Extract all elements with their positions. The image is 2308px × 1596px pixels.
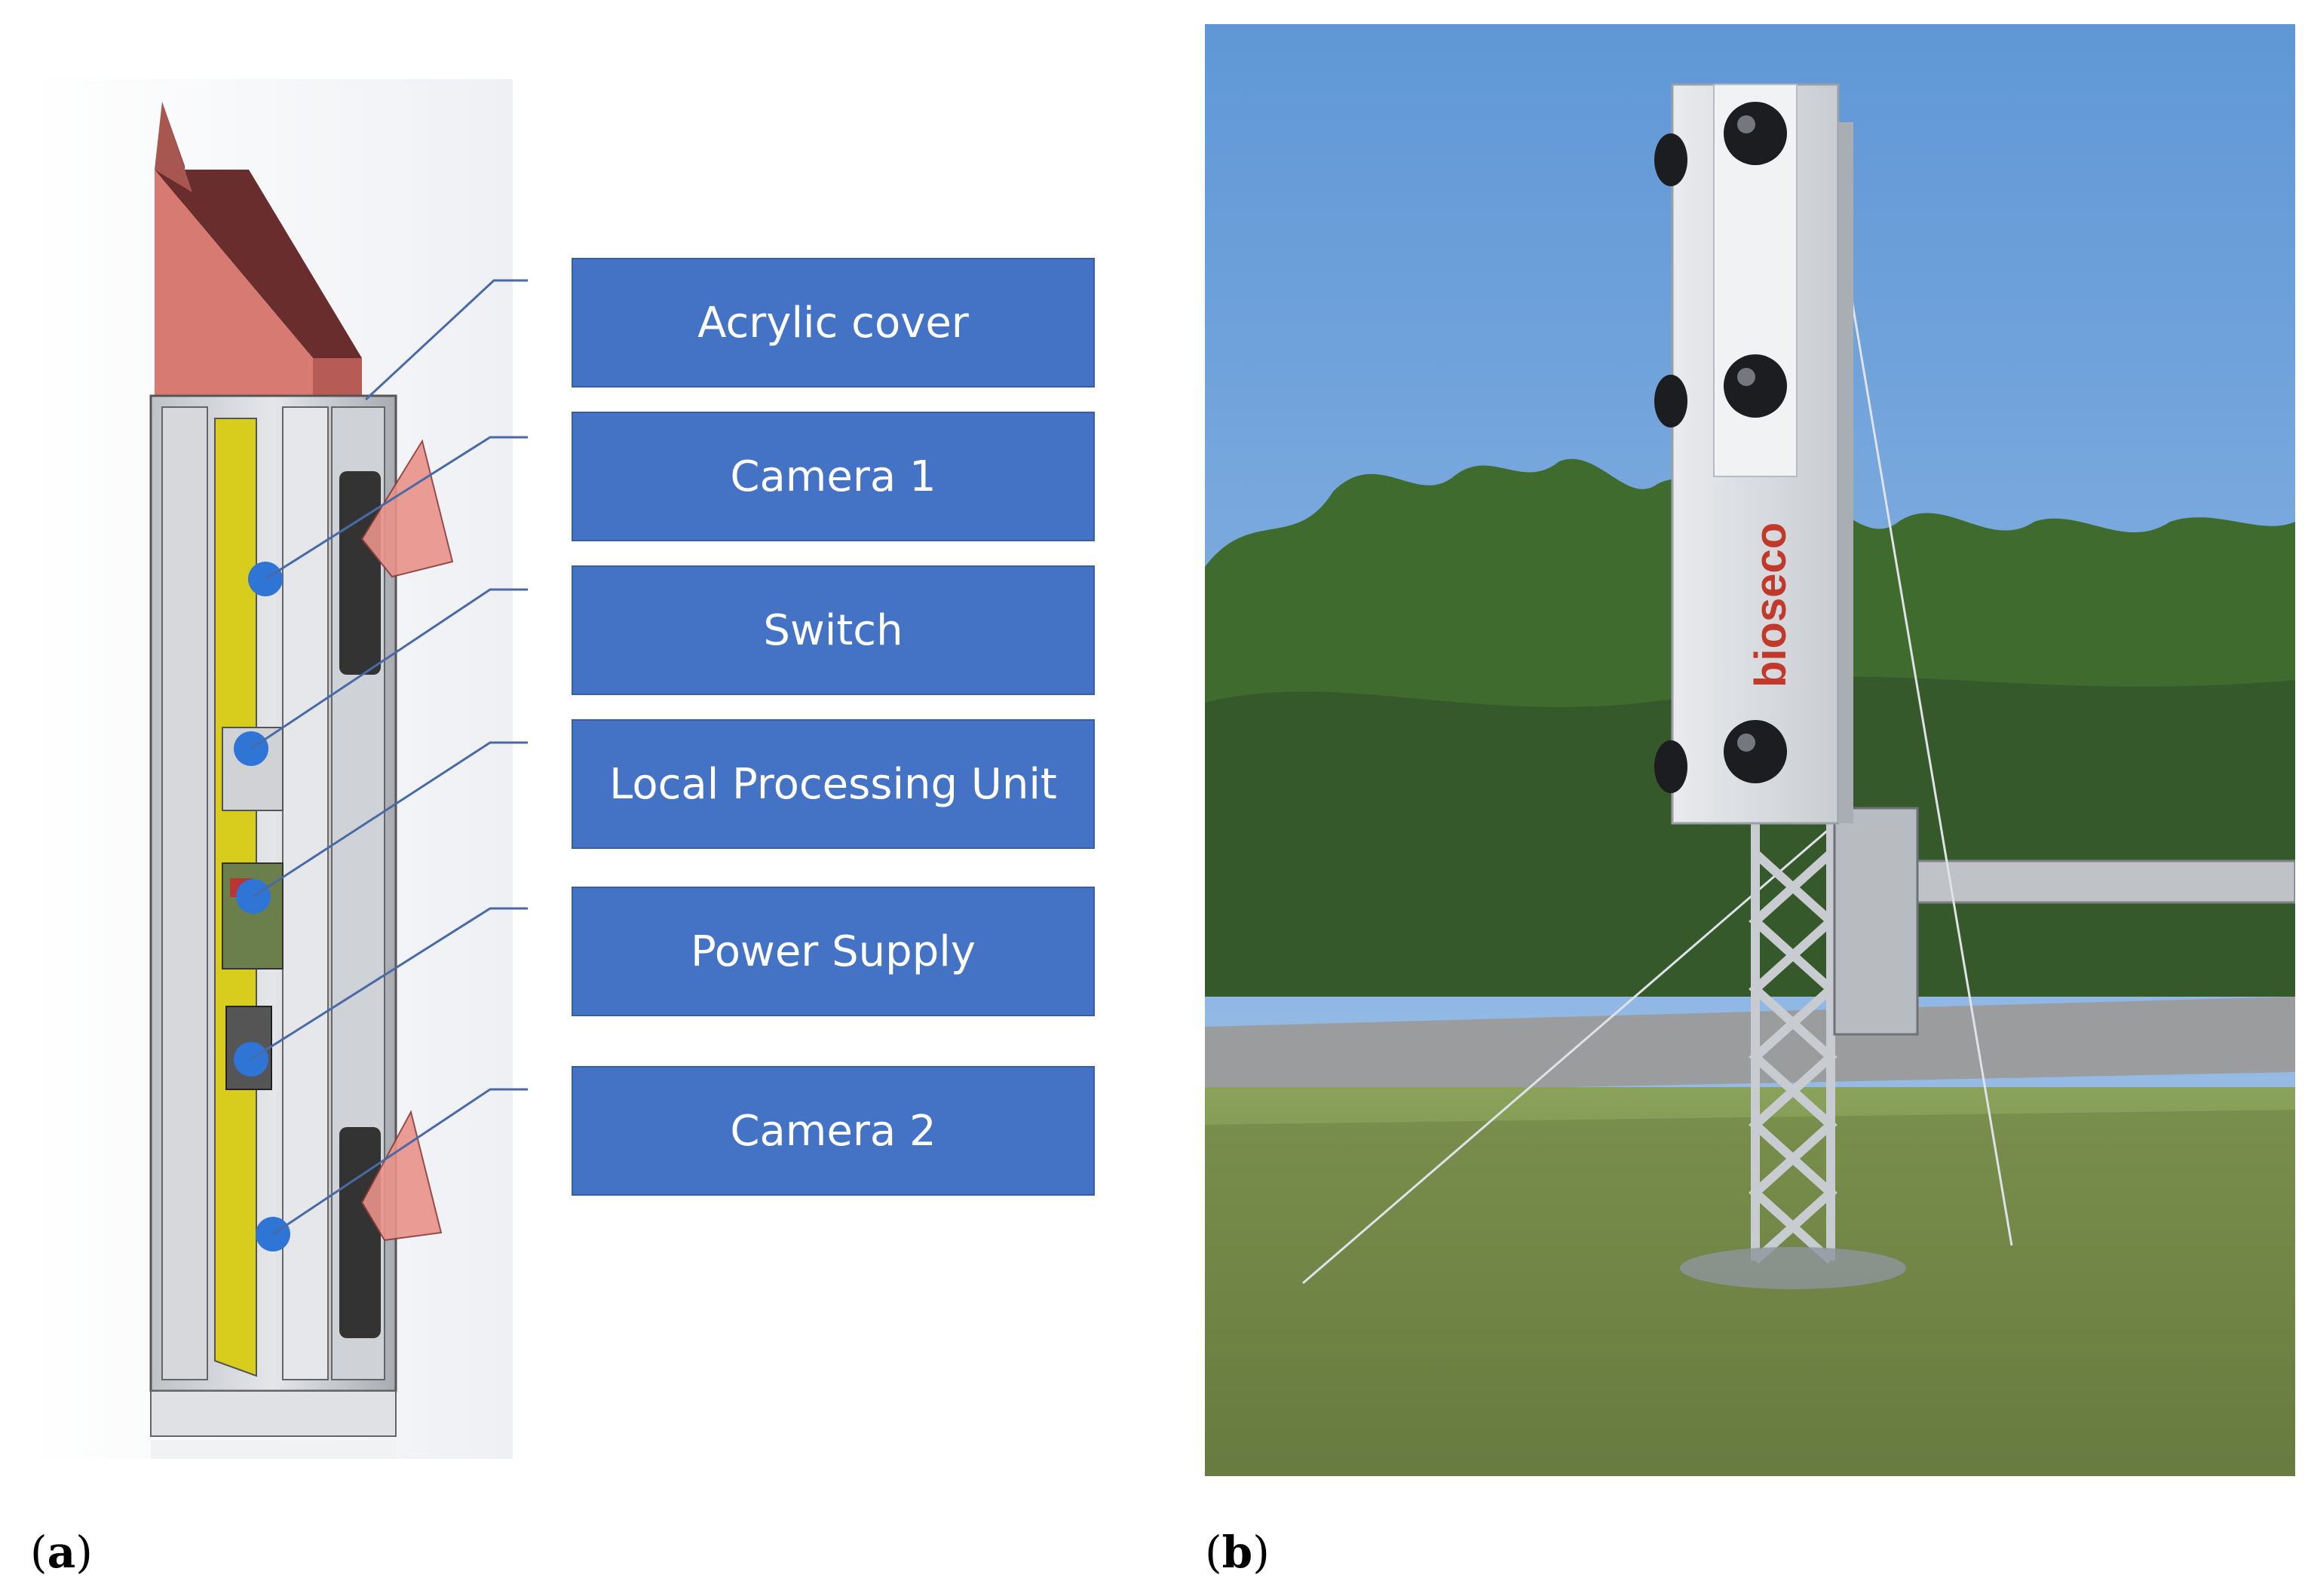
camera-domes bbox=[1654, 102, 1787, 793]
side-dome-2 bbox=[1654, 375, 1687, 427]
label-local-processing-unit: Local Processing Unit bbox=[572, 719, 1095, 849]
label-switch: Switch bbox=[572, 565, 1095, 695]
dome-camera-3 bbox=[1724, 720, 1787, 783]
caption-a: (a) bbox=[30, 1527, 93, 1578]
leader-power-supply bbox=[250, 907, 528, 1061]
label-acrylic-cover: Acrylic cover bbox=[572, 258, 1095, 388]
camera-2-hood bbox=[339, 1110, 443, 1338]
dome-camera-2 bbox=[1724, 354, 1787, 418]
road bbox=[1205, 997, 2295, 1095]
leader-lpu bbox=[253, 741, 528, 898]
dome-camera-1 bbox=[1724, 102, 1787, 165]
label-camera-2: Camera 2 bbox=[572, 1066, 1095, 1196]
sensor-enclosure bbox=[1671, 83, 1853, 825]
leader-camera-1 bbox=[265, 436, 528, 581]
guy-wires bbox=[1302, 174, 2013, 1285]
junction-box bbox=[1833, 807, 1919, 1036]
side-dome-3 bbox=[1654, 740, 1687, 793]
switch-component bbox=[222, 727, 284, 811]
bioseco-logo: bioseco bbox=[1746, 522, 1795, 688]
label-power-supply: Power Supply bbox=[572, 887, 1095, 1016]
caption-b: (b) bbox=[1205, 1527, 1270, 1578]
leader-lines bbox=[250, 279, 528, 1236]
leader-camera-2 bbox=[272, 1088, 528, 1236]
label-camera-1: Camera 1 bbox=[572, 412, 1095, 541]
leader-acrylic-cover bbox=[364, 279, 528, 401]
leader-switch bbox=[250, 588, 528, 750]
acrylic-cover bbox=[155, 102, 362, 396]
guard-rail bbox=[1882, 859, 2295, 904]
field-photo: bioseco bbox=[1205, 24, 2295, 1476]
side-dome-1 bbox=[1654, 133, 1687, 186]
truss-post bbox=[1749, 808, 1838, 1264]
